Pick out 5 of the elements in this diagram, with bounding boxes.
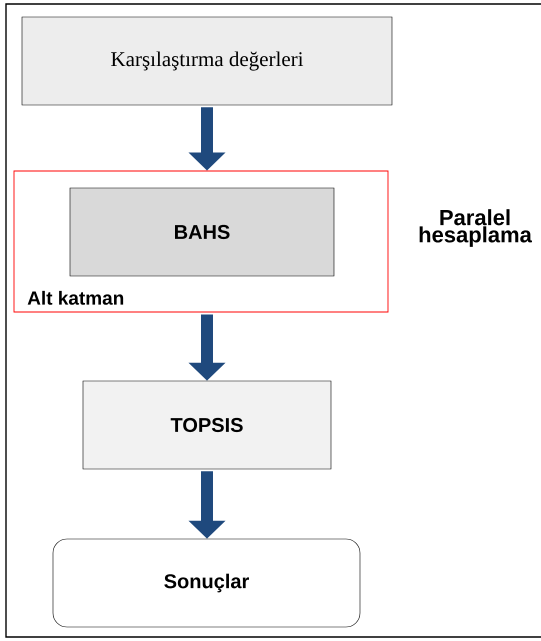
process-box: BAHS [70, 188, 334, 276]
process-box: TOPSIS [82, 380, 332, 470]
result-box: Sonuçlar [52, 538, 360, 628]
side-label: Paralel hesaplama [420, 209, 532, 247]
input-box: Karşılaştırma değerleri [22, 16, 392, 106]
